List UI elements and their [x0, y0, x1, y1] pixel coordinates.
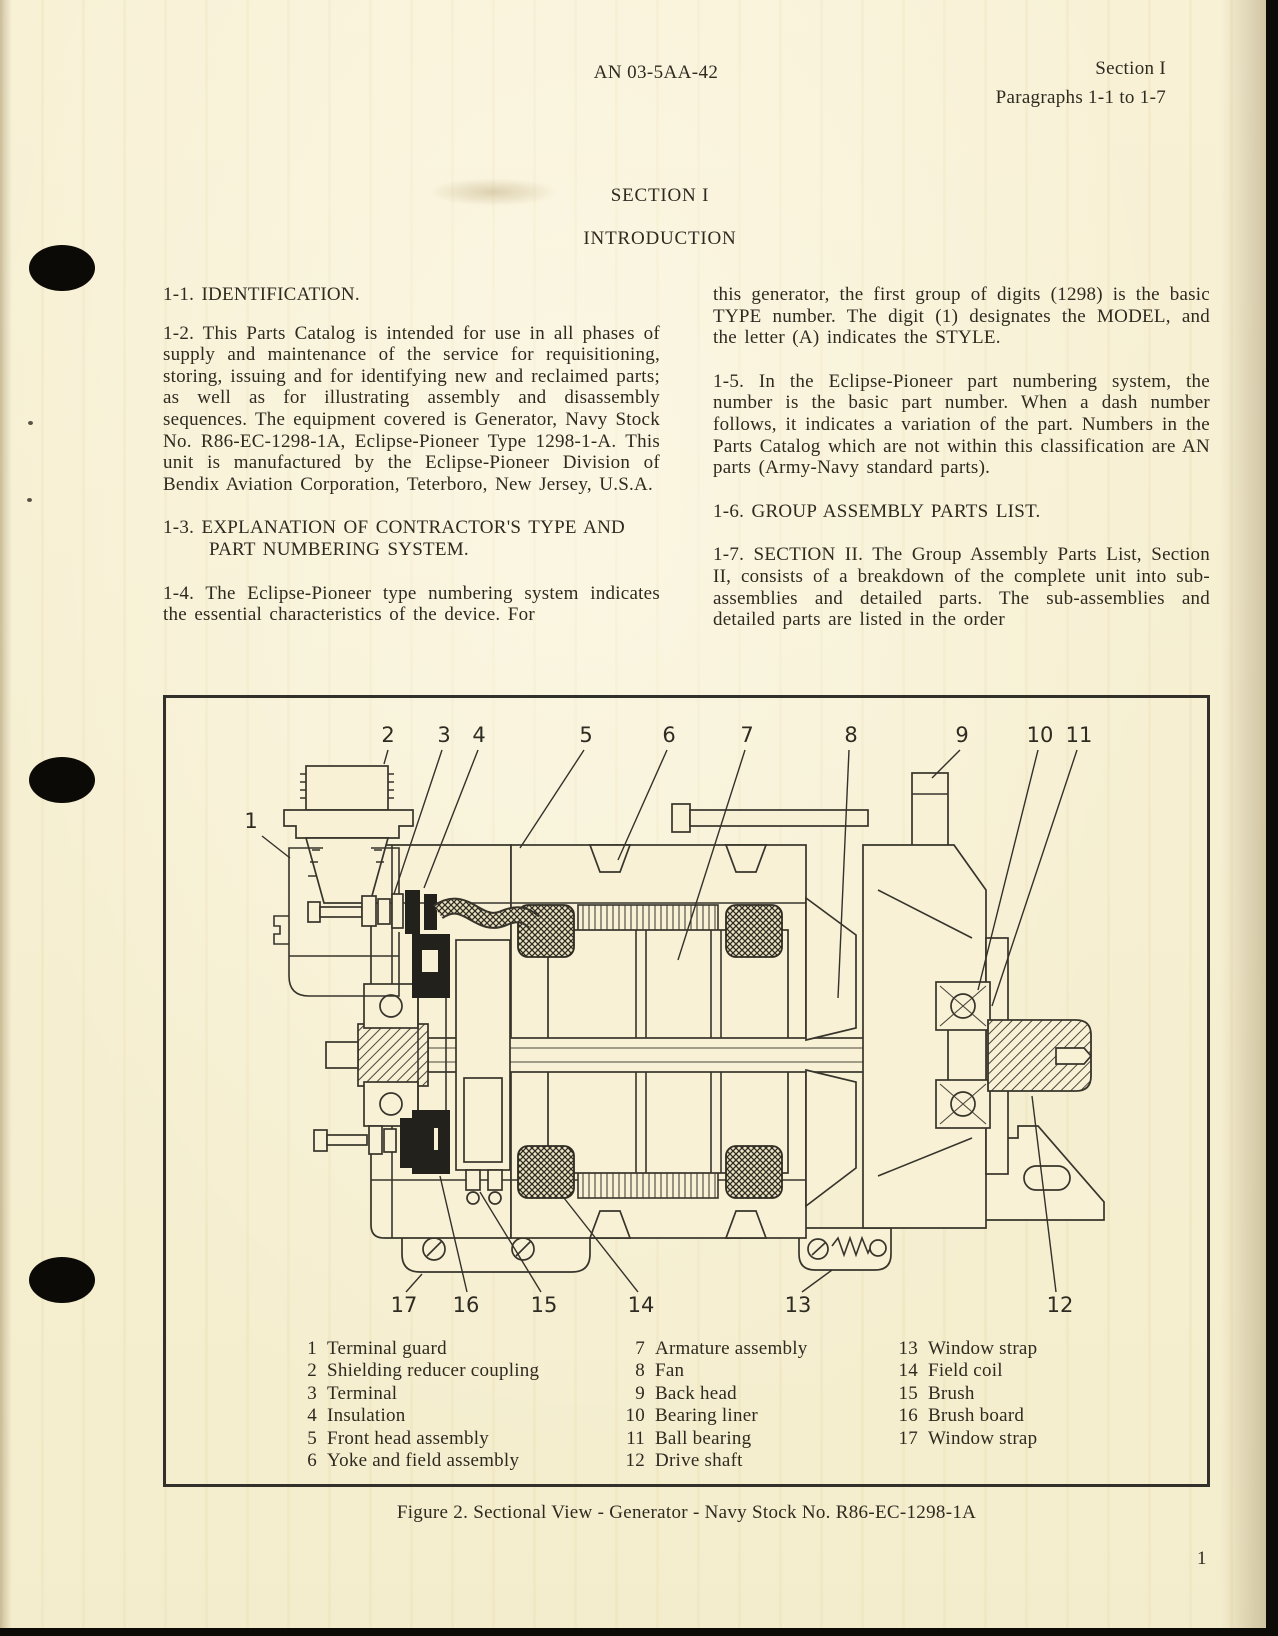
paragraph-1-2: 1-2. This Parts Catalog is intended for …	[163, 322, 660, 495]
heading-1-6: 1-6. GROUP ASSEMBLY PARTS LIST.	[713, 500, 1041, 522]
callout-11: 11	[1066, 723, 1093, 747]
header-section: Section I	[1095, 58, 1166, 79]
figure-2-box: 1 2 3 4 5 6 7 8 9 10 11 12 13 14 15 16 1…	[163, 695, 1210, 1487]
front-bearing-top	[363, 983, 419, 1029]
insulation-blocks-upper	[405, 890, 437, 934]
rear-bearing-top	[935, 981, 991, 1031]
through-bolt	[671, 803, 869, 833]
header-paragraph-range: Paragraphs 1-1 to 1-7	[995, 87, 1166, 108]
callout-10: 10	[1027, 723, 1054, 747]
paragraph-1-4: 1-4. The Eclipse-Pioneer type numbering …	[163, 582, 660, 626]
brush-holder	[455, 939, 511, 1171]
scan-edge-right	[1266, 0, 1278, 1636]
body-text: 1-1. IDENTIFICATION. 1-2. This Parts Cat…	[163, 284, 1212, 631]
fan	[805, 896, 857, 1208]
callout-17: 17	[391, 1293, 418, 1317]
callout-9: 9	[955, 723, 968, 747]
callout-12: 12	[1047, 1293, 1074, 1317]
shielding-reducer-coupling	[283, 765, 414, 904]
terminal-guard	[273, 847, 400, 997]
page-number: 1	[1197, 1548, 1207, 1569]
terminal-lower	[313, 1118, 434, 1168]
figure-caption: Figure 2. Sectional View - Generator - N…	[396, 1502, 977, 1523]
callout-1: 1	[244, 809, 257, 833]
heading-1-1: 1-1. IDENTIFICATION.	[163, 284, 360, 305]
paragraph-1-4-continued: this generator, the first group of digit…	[713, 284, 1210, 349]
section-subtitle: INTRODUCTION	[583, 228, 737, 249]
callout-3: 3	[437, 723, 450, 747]
rear-bearing-bottom	[935, 1079, 991, 1129]
callout-16: 16	[453, 1293, 480, 1317]
paragraph-1-7: 1-7. SECTION II. The Group Assembly Part…	[713, 544, 1210, 631]
header-right: Section I Paragraphs 1-1 to 1-7	[996, 54, 1166, 112]
field-coils	[517, 904, 783, 1199]
callout-6: 6	[662, 723, 675, 747]
scan-edge-bottom	[0, 1628, 1278, 1636]
generator-sectional-diagram: 1 2 3 4 5 6 7 8 9 10 11 12 13 14 15 16 1…	[244, 723, 1105, 1317]
brushes	[465, 1169, 503, 1205]
section-title: SECTION I	[610, 185, 710, 206]
punch-hole	[29, 757, 95, 803]
callout-numbers: 1 2 3 4 5 6 7 8 9 10 11 12 13 14 15 16 1…	[244, 723, 1092, 1317]
callout-8: 8	[844, 723, 857, 747]
window-strap-right-foot	[798, 1227, 892, 1271]
callout-7: 7	[740, 723, 753, 747]
callout-leader-lines	[261, 749, 1078, 1293]
scan-speck	[27, 498, 32, 502]
terminal-upper	[307, 893, 404, 929]
left-column: 1-1. IDENTIFICATION. 1-2. This Parts Cat…	[163, 284, 660, 631]
doc-number: AN 03-5AA-42	[593, 62, 719, 83]
paragraph-1-5: 1-5. In the Eclipse-Pioneer part numberi…	[713, 370, 1210, 479]
callout-4: 4	[472, 723, 485, 747]
drive-shaft	[987, 1019, 1093, 1092]
print-smudge	[428, 178, 558, 206]
shaft-front-stub	[325, 1041, 359, 1069]
punch-hole	[29, 245, 95, 291]
right-column: this generator, the first group of digit…	[713, 284, 1210, 631]
punch-hole	[29, 1257, 95, 1303]
callout-13: 13	[785, 1293, 812, 1317]
scan-speck	[28, 421, 33, 425]
callout-2: 2	[381, 723, 394, 747]
scan-edge-left	[0, 0, 12, 1636]
shielding-braid	[433, 897, 540, 929]
scan-edge-shadow	[1220, 0, 1266, 1636]
heading-1-3: 1-3. EXPLANATION OF CONTRACTOR'S TYPE AN…	[163, 517, 626, 560]
callout-5: 5	[579, 723, 592, 747]
callout-14: 14	[628, 1293, 655, 1317]
callout-15: 15	[531, 1293, 558, 1317]
